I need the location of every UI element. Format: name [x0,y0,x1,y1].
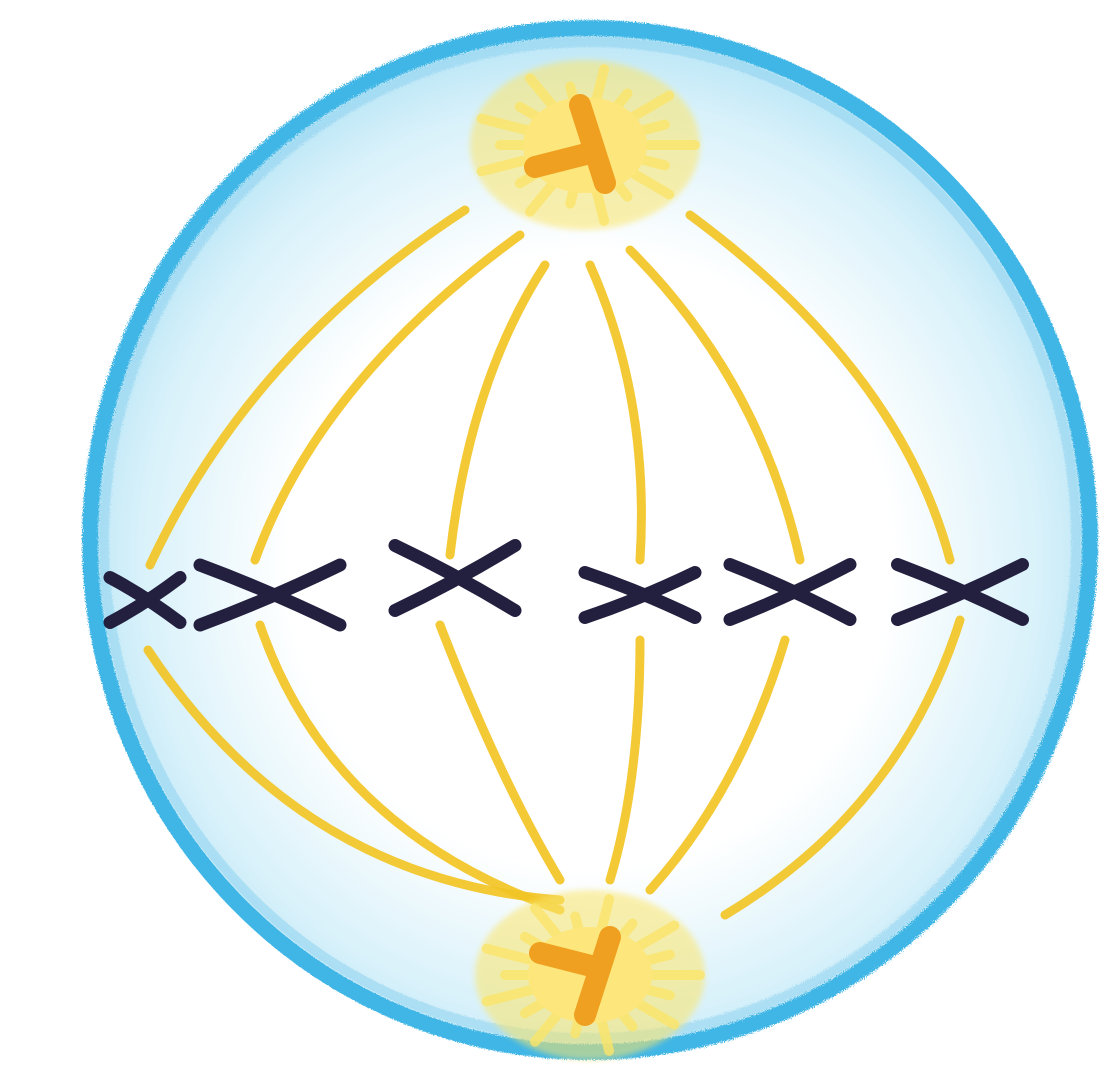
centrosome [475,890,705,1060]
centrosome [470,60,700,230]
centriole [540,953,595,967]
centriole [535,153,590,167]
